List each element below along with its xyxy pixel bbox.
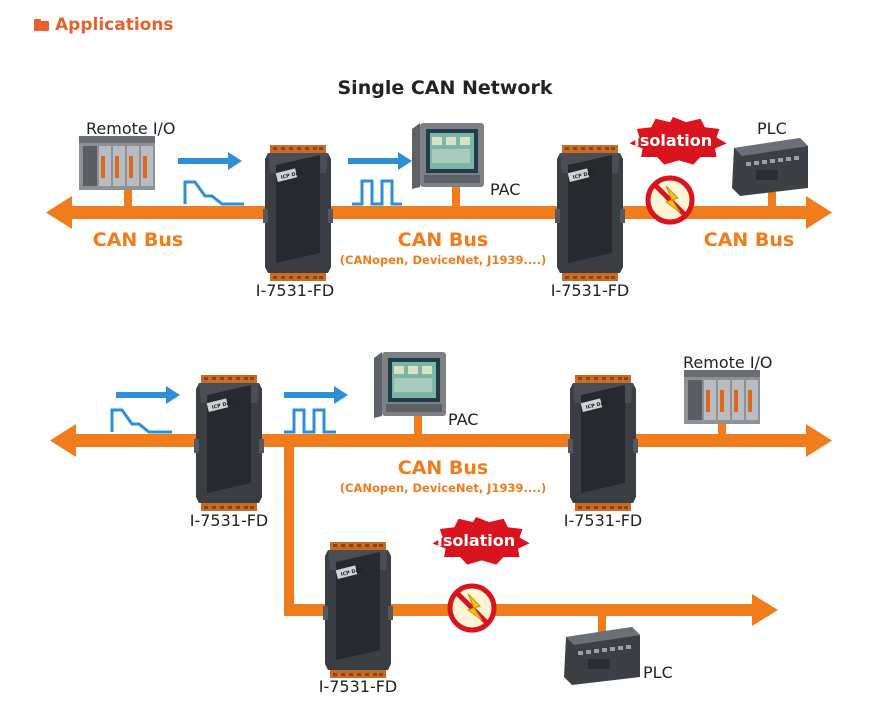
module-image xyxy=(263,145,333,281)
module-image xyxy=(568,375,638,511)
protocol-label: (CANopen, DeviceNet, J1939....) xyxy=(340,481,546,495)
isolation-label: Isolation xyxy=(634,131,712,150)
pac-image xyxy=(412,123,484,189)
bus-label: CAN Bus xyxy=(398,457,488,479)
folder-icon xyxy=(34,19,49,31)
bottom-can-bus xyxy=(50,424,832,457)
protocol-label: (CANopen, DeviceNet, J1939....) xyxy=(340,253,546,267)
plc-label: PLC xyxy=(757,119,787,138)
restored-signal-icon xyxy=(284,408,336,434)
remote-io-image xyxy=(79,136,155,190)
signal-arrow-icon xyxy=(178,152,242,170)
remote-io-label: Remote I/O xyxy=(86,119,176,138)
section-title: Applications xyxy=(55,15,174,35)
module-image xyxy=(323,542,393,678)
module-image xyxy=(555,145,625,281)
module-label: I-7531-FD xyxy=(319,677,398,696)
remote-io-image xyxy=(684,370,760,424)
remote-io-label: Remote I/O xyxy=(683,353,773,372)
module-label: I-7531-FD xyxy=(190,511,269,530)
module-label: I-7531-FD xyxy=(256,281,335,300)
diagram-title: Single CAN Network xyxy=(338,77,553,99)
plc-image xyxy=(732,138,808,196)
plc-label: PLC xyxy=(643,663,673,682)
attenuated-signal-icon xyxy=(110,408,172,434)
branch-can-bus xyxy=(284,440,778,626)
signal-arrow-icon xyxy=(348,152,412,170)
attenuated-signal-icon xyxy=(183,180,244,206)
module-image xyxy=(194,375,264,511)
signal-arrow-icon xyxy=(284,386,348,404)
bus-label: CAN Bus xyxy=(93,229,183,251)
isolation-icon xyxy=(648,178,692,222)
signal-arrow-icon xyxy=(116,386,180,404)
restored-signal-icon xyxy=(352,179,402,206)
pac-label: PAC xyxy=(448,410,478,429)
isolation-icon xyxy=(450,586,494,630)
plc-image xyxy=(564,627,640,685)
top-can-bus xyxy=(46,196,832,229)
module-label: I-7531-FD xyxy=(564,511,643,530)
isolation-label: Isolation xyxy=(437,531,515,550)
bus-label: CAN Bus xyxy=(704,229,794,251)
section-header: Applications xyxy=(34,15,174,35)
bus-label: CAN Bus xyxy=(398,229,488,251)
pac-label: PAC xyxy=(490,180,520,199)
pac-image xyxy=(374,352,446,418)
module-label: I-7531-FD xyxy=(551,281,630,300)
